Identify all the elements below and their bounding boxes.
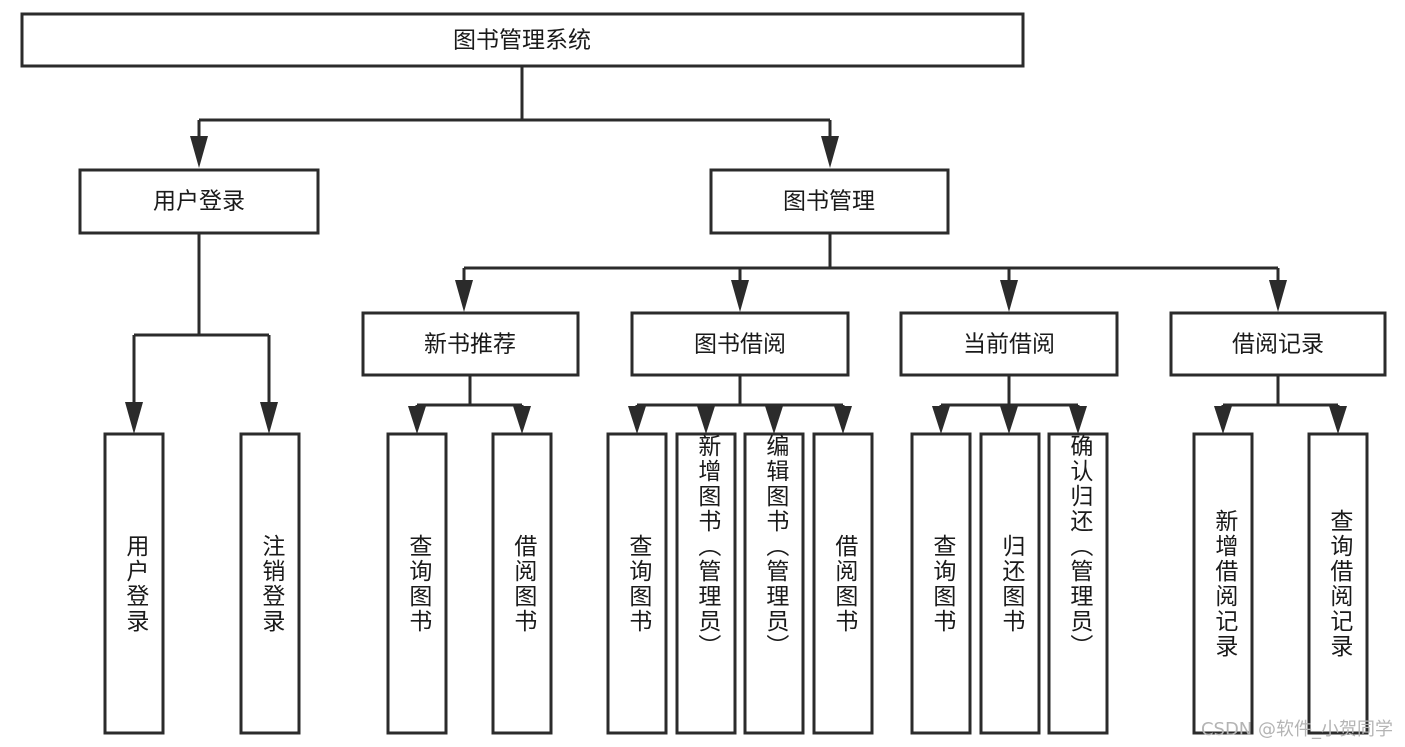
node-box-leaf-query-book-2[interactable] [606,432,668,735]
node-box-leaf-edit-book[interactable] [743,432,805,735]
connector-group-book-manage [455,233,1287,312]
node-box-user-login[interactable] [78,168,320,235]
node-label-book-manage: 图书管理 [783,189,875,215]
connector-group-user-login [125,233,278,434]
node-box-leaf-query-book-1[interactable] [386,432,448,735]
node-box-leaf-user-login[interactable] [103,432,165,735]
node-box-leaf-add-record[interactable] [1192,432,1254,735]
arrow-head-leaf-return-book [1000,406,1018,434]
node-label-book-borrow: 图书借阅 [694,332,786,358]
node-box-leaf-borrow-book-1[interactable] [491,432,553,735]
node-box-new-book-rec[interactable] [361,311,580,377]
arrow-head-leaf-query-book-3 [932,406,950,434]
connector-group-current-borrow [932,375,1087,434]
node-box-leaf-query-book-3[interactable] [910,432,972,735]
arrow-head-leaf-confirm-return [1069,406,1087,434]
arrow-head-leaf-add-book [697,406,715,434]
arrow-head-leaf-query-record [1329,406,1347,434]
arrow-head-book-manage [821,136,839,168]
node-label-current-borrow: 当前借阅 [963,332,1055,358]
arrow-head-new-book-rec [455,280,473,312]
node-box-leaf-return-book[interactable] [979,432,1041,735]
arrow-head-borrow-record [1269,280,1287,312]
connector-group-book-borrow [628,375,852,434]
connector-group-new-book-rec [408,375,531,434]
node-box-leaf-add-book[interactable] [675,432,737,735]
connector-group-borrow-record [1214,375,1347,434]
node-box-leaf-borrow-book-2[interactable] [812,432,874,735]
arrow-head-book-borrow [731,280,749,312]
node-label-user-login: 用户登录 [153,189,245,215]
arrow-head-leaf-borrow-book-1 [513,406,531,434]
node-box-current-borrow[interactable] [899,311,1119,377]
node-box-book-manage[interactable] [709,168,950,235]
node-box-root[interactable] [20,12,1025,68]
arrow-head-leaf-query-book-2 [628,406,646,434]
node-label-new-book-rec: 新书推荐 [424,332,516,358]
node-box-leaf-query-record[interactable] [1307,432,1369,735]
arrow-head-leaf-add-record [1214,406,1232,434]
node-box-leaf-confirm-return[interactable] [1047,432,1109,735]
node-box-borrow-record[interactable] [1169,311,1387,377]
arrow-head-leaf-user-logout [260,402,278,434]
connector-group-root [190,66,839,168]
arrow-head-leaf-query-book-1 [408,406,426,434]
arrow-head-leaf-user-login [125,402,143,434]
node-box-leaf-user-logout[interactable] [239,432,301,735]
arrow-head-user-login [190,136,208,168]
node-label-borrow-record: 借阅记录 [1232,332,1324,358]
arrow-head-leaf-borrow-book-2 [834,406,852,434]
node-box-book-borrow[interactable] [630,311,850,377]
arrow-head-current-borrow [1000,280,1018,312]
node-label-root: 图书管理系统 [453,28,591,54]
arrow-head-leaf-edit-book [765,406,783,434]
